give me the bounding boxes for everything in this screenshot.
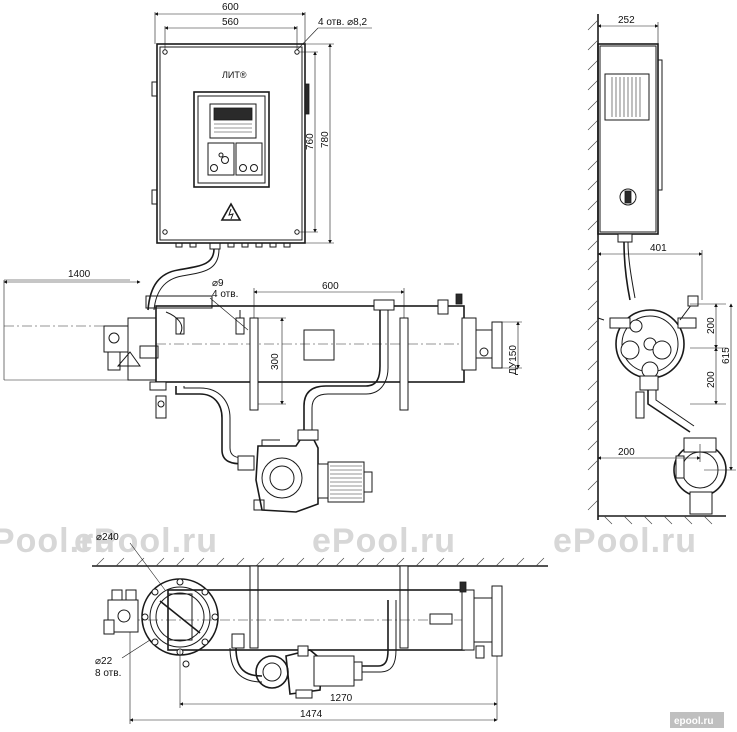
top-view-dimensions: ⌀240 ⌀22 8 отв. 1270 1474: [95, 532, 498, 724]
dim-width-outer: 600: [222, 2, 239, 13]
dim-clamp-holes: ⌀9: [212, 278, 224, 289]
chamber-dimensions-front: 1400 600 ⌀9 4 отв. 300 ДУ150: [3, 269, 522, 405]
cabinet-brand: ЛИТ®: [222, 70, 247, 80]
uv-chamber-front: [3, 279, 503, 419]
dim-wall-offset: 401: [650, 243, 667, 254]
dim-bolt-holes: ⌀22: [95, 656, 113, 667]
dim-flange-diameter: ⌀240: [96, 532, 119, 543]
dim-bolt-holes-count: 8 отв.: [95, 668, 121, 679]
watermark: ePool.ru: [312, 522, 456, 560]
side-view: [587, 14, 727, 525]
control-cabinet-front: ЛИТ®: [151, 43, 310, 250]
pump-assembly-front: [175, 299, 395, 513]
dim-total: 615: [721, 347, 732, 364]
corner-logo: epool.ru: [670, 712, 724, 728]
watermark: ePool.ru: [553, 522, 697, 560]
dim-pipe-offset: 1400: [68, 269, 91, 280]
dim-height-outer: 780: [320, 131, 331, 148]
watermark: ePool.ru: [74, 522, 218, 560]
dim-cabinet-depth: 252: [618, 15, 635, 26]
cabinet-dimensions: 600 560 4 отв. ⌀8,2 760 780: [154, 2, 372, 244]
dim-pump-offset: 200: [618, 447, 635, 458]
dim-holes-note: 4 отв. ⌀8,2: [318, 17, 367, 28]
dim-length-inner: 1270: [330, 693, 353, 704]
dim-clamp-spacing: 600: [322, 281, 339, 292]
dim-width-holes: 560: [222, 17, 239, 28]
watermark: ePool.ru: [0, 522, 116, 560]
power-cable: [147, 248, 215, 311]
dim-clamp-holes-count: 4 отв.: [212, 289, 238, 300]
dim-length-total: 1474: [300, 709, 323, 720]
side-view-dimensions: 252 401 200 200 615 200: [597, 15, 736, 471]
dim-upper: 200: [706, 317, 717, 334]
dim-lower: 200: [706, 371, 717, 388]
dim-outlet-dn: ДУ150: [508, 345, 519, 375]
corner-logo-text: epool.ru: [674, 716, 713, 727]
top-view: [92, 557, 548, 699]
dim-clamp-height: 300: [270, 353, 281, 370]
dim-height-holes: 760: [305, 133, 316, 150]
watermark-layer: ePool.ru ePool.ru ePool.ru ePool.ru: [0, 522, 697, 560]
